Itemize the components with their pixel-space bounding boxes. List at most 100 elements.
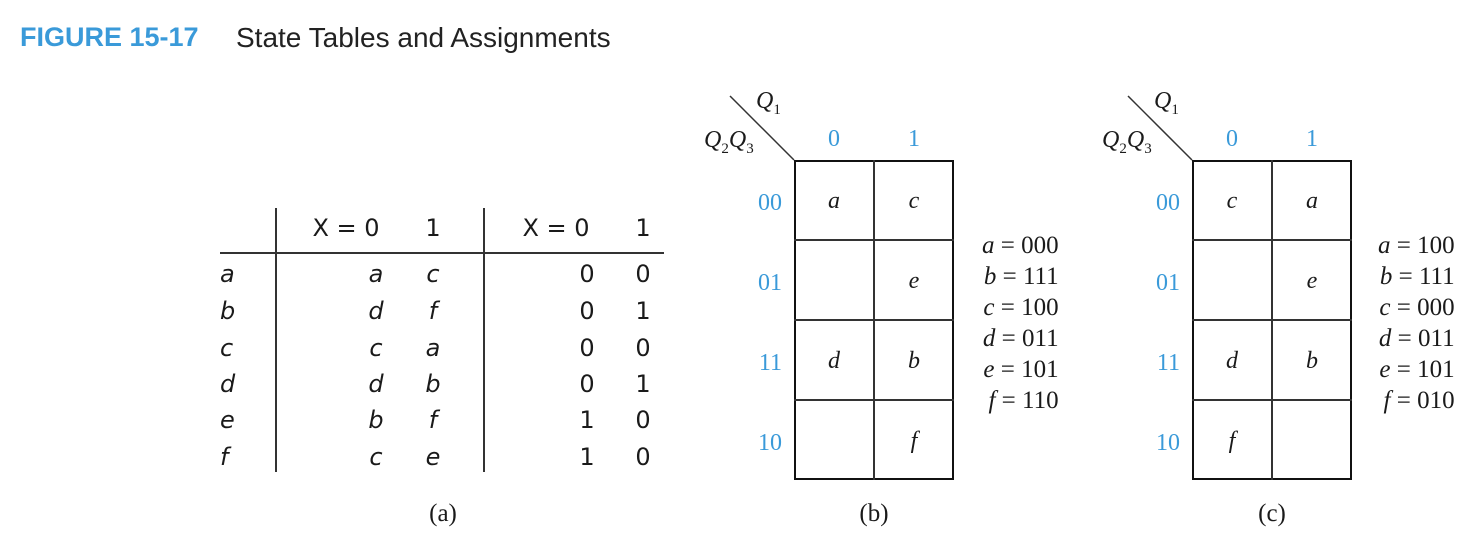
assignment-equals: =: [1391, 325, 1419, 352]
next-state-x0: b: [368, 406, 384, 434]
output-x1: 0: [635, 443, 651, 471]
assignment-equals: =: [996, 263, 1023, 290]
map-cell: a: [1306, 188, 1318, 214]
assignment-state: a: [982, 232, 995, 259]
row-header: 00: [758, 190, 782, 216]
assignment-equals: =: [1392, 263, 1419, 290]
assignment-state: e: [983, 356, 995, 383]
column-variable-label: Q1: [756, 88, 781, 118]
state-assignment: c = 000: [1378, 292, 1455, 323]
column-header: 1: [908, 126, 920, 152]
assignment-equals: =: [995, 325, 1023, 352]
assignment-code: 111: [1418, 263, 1455, 290]
state-assignment: f = 010: [1378, 385, 1455, 416]
assignment-code: 100: [1417, 232, 1455, 259]
state-assignment: e = 101: [982, 354, 1059, 385]
map-corner-diagonal: [1127, 95, 1193, 161]
state-name: a: [220, 260, 235, 288]
state-name: d: [220, 370, 236, 398]
map-cell: d: [1226, 348, 1238, 374]
assignment-state: c: [1379, 294, 1391, 321]
assignment-state: d: [1378, 325, 1392, 352]
state-name: b: [220, 297, 236, 325]
assignment-code: 101: [1417, 356, 1455, 383]
output-x1: 1: [635, 297, 651, 325]
assignment-code: 000: [1417, 294, 1455, 321]
state-assignment: d = 011: [982, 323, 1059, 354]
header-out-x1: 1: [635, 214, 651, 242]
assignment-code: 111: [1022, 263, 1059, 290]
caption-b: (b): [859, 500, 889, 527]
assignment-state: f: [1383, 387, 1391, 414]
next-state-x0: c: [369, 334, 383, 362]
state-assignment: b = 111: [1378, 261, 1455, 292]
row-header: 10: [1156, 430, 1180, 456]
next-state-x0: d: [368, 297, 384, 325]
map-corner-diagonal: [729, 95, 795, 161]
column-header: 0: [1226, 126, 1238, 152]
assignment-equals: =: [994, 356, 1022, 383]
map-horizontal-divider: [794, 239, 954, 241]
assignment-equals: =: [1390, 356, 1418, 383]
state-name: c: [220, 334, 234, 362]
row-header: 01: [758, 270, 782, 296]
next-state-x1: f: [428, 406, 438, 434]
next-state-x1: b: [425, 370, 441, 398]
assignment-equals: =: [1390, 294, 1418, 321]
map-cell: c: [908, 188, 920, 214]
state-assignment: a = 100: [1378, 230, 1455, 261]
next-state-x1: f: [428, 297, 438, 325]
row-header: 01: [1156, 270, 1180, 296]
map-cell: a: [828, 188, 840, 214]
output-x0: 1: [579, 443, 595, 471]
assignment-code: 000: [1021, 232, 1059, 259]
map-cell: b: [1306, 348, 1318, 374]
output-x1: 0: [635, 334, 651, 362]
table-divider-left: [275, 208, 277, 472]
row-header: 00: [1156, 190, 1180, 216]
assignment-equals: =: [994, 232, 1022, 259]
map-cell: c: [1226, 188, 1238, 214]
column-variable-label: Q1: [1154, 88, 1179, 118]
caption-c: (c): [1258, 500, 1286, 527]
column-header: 1: [1306, 126, 1318, 152]
assignment-code: 110: [1022, 387, 1059, 414]
next-state-x1: c: [426, 260, 440, 288]
assignment-state: f: [988, 387, 996, 414]
assignment-equals: =: [1390, 387, 1418, 414]
header-next-x1: 1: [425, 214, 441, 242]
assignment-equals: =: [995, 387, 1023, 414]
next-state-x1: a: [425, 334, 441, 362]
output-x0: 1: [579, 406, 595, 434]
map-horizontal-divider: [1192, 319, 1352, 321]
assignment-equals: =: [994, 294, 1022, 321]
assignment-state: c: [983, 294, 995, 321]
output-x0: 0: [579, 260, 595, 288]
row-header: 10: [758, 430, 782, 456]
figure-title: State Tables and Assignments: [236, 22, 611, 53]
assignment-state: a: [1378, 232, 1391, 259]
output-x0: 0: [579, 334, 595, 362]
output-x1: 0: [635, 260, 651, 288]
assignment-code: 011: [1418, 325, 1455, 352]
assignment-state: b: [983, 263, 997, 290]
map-cell: f: [910, 428, 918, 454]
state-assignment: b = 111: [982, 261, 1059, 292]
state-assignment: f = 110: [982, 385, 1059, 416]
state-assignment: d = 011: [1378, 323, 1455, 354]
header-next-x0: X = 0: [312, 214, 380, 242]
header-out-x0: X = 0: [522, 214, 590, 242]
table-divider-right: [483, 208, 485, 472]
row-variable-label: Q2Q3: [704, 127, 754, 157]
table-header-rule: [220, 252, 664, 254]
map-cell: f: [1228, 428, 1236, 454]
state-assignment: e = 101: [1378, 354, 1455, 385]
assignment-code: 100: [1021, 294, 1059, 321]
caption-a: (a): [429, 500, 457, 527]
assignment-code: 101: [1021, 356, 1059, 383]
figure-label: FIGURE 15-17: [20, 22, 199, 52]
assignment-equals: =: [1390, 232, 1418, 259]
row-variable-label: Q2Q3: [1102, 127, 1152, 157]
